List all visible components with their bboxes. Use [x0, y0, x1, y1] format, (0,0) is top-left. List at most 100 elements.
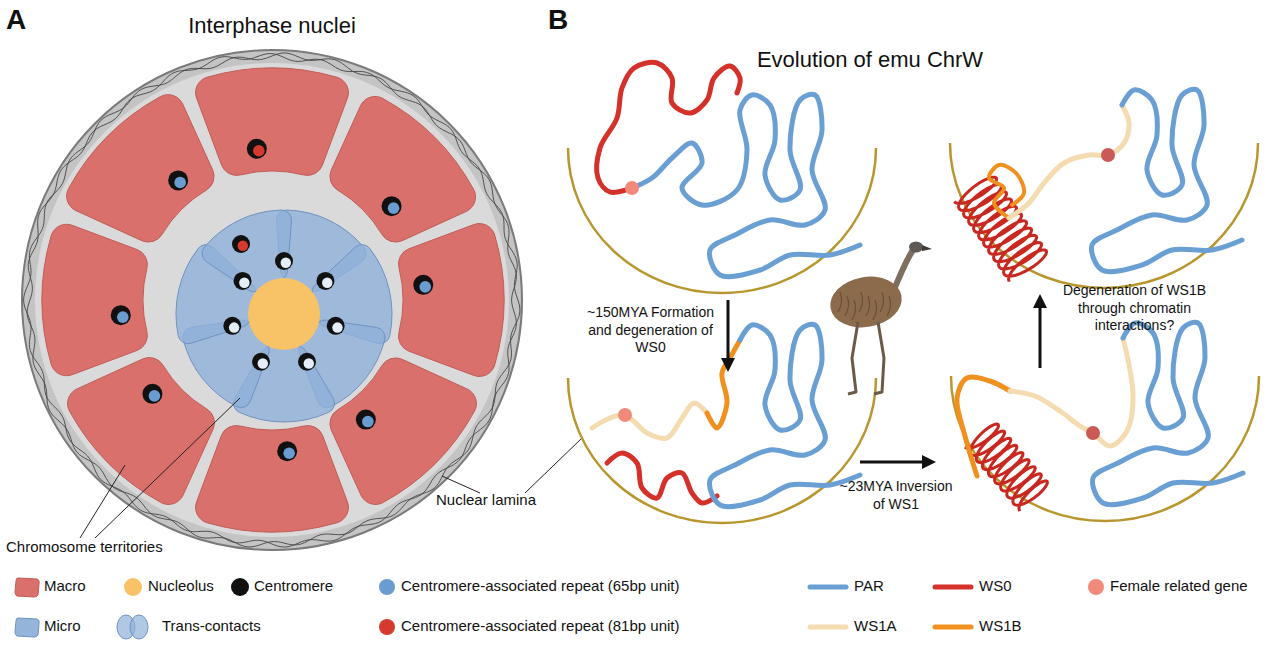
par-chromosome	[1092, 322, 1243, 505]
arrow-head	[1033, 294, 1047, 308]
nucleoplasm	[35, 63, 509, 537]
legend-label: Trans-contacts	[162, 617, 261, 636]
ws0-coil	[965, 424, 1048, 511]
legend-sample	[117, 615, 148, 639]
emu-illustration	[826, 242, 932, 395]
legend-swatch	[1088, 579, 1104, 595]
legend-sample	[15, 618, 39, 637]
legend-label: WS1B	[979, 617, 1022, 636]
ws1a-chromosome	[592, 403, 707, 439]
legend-label: WS1A	[854, 617, 897, 636]
callout-label: Nuclear lamina	[436, 491, 536, 510]
micro-centromere-repeat	[322, 278, 332, 288]
legend-sample	[935, 587, 971, 588]
event-label: Degeneration of WS1B through chromatin i…	[1052, 282, 1217, 335]
ws1a-chromosome	[1009, 105, 1129, 218]
nuclear-lamina-arc	[568, 148, 876, 293]
emu-leg	[874, 322, 884, 394]
nuclear-lamina-arc	[568, 378, 876, 523]
micro-centromere-repeat	[304, 358, 314, 368]
nucleus-illustration	[22, 50, 522, 550]
micro-centromere	[234, 272, 252, 290]
macro-territory	[330, 96, 476, 242]
event-arrow	[860, 461, 922, 464]
micro-centromere-repeat	[281, 258, 291, 268]
micro-centromere	[252, 353, 270, 371]
legend-swatch	[379, 579, 395, 595]
arrow-head	[721, 358, 735, 372]
female-gene	[1086, 426, 1100, 440]
chrw-evolution-illustration	[568, 62, 1259, 523]
leader-line	[442, 476, 480, 493]
macro-centromere	[111, 305, 131, 325]
micro-centromere	[298, 353, 316, 371]
micro-centromere	[232, 235, 250, 253]
legend-sample	[124, 578, 142, 596]
macro-centromere	[382, 196, 402, 216]
macro-territory	[67, 95, 214, 242]
macro-territory	[68, 357, 215, 504]
emu-head	[909, 242, 923, 253]
event-label: ~150MYA Formation and degeneration of WS…	[578, 304, 723, 357]
micro-centromere	[223, 317, 241, 335]
emu-beak	[922, 245, 932, 251]
legend-label: Macro	[44, 577, 86, 596]
macro-centromere-repeat	[283, 447, 295, 459]
arrow-head	[922, 455, 936, 469]
macro-centromere	[142, 384, 162, 404]
line-sample	[810, 585, 846, 590]
leader-line	[95, 398, 240, 538]
emu-feather	[838, 292, 842, 312]
emu-feather	[852, 300, 856, 320]
macro-centromere-repeat	[149, 390, 161, 402]
nucleolus	[248, 278, 320, 350]
macro-territory	[42, 224, 147, 375]
macro-centromere-repeat	[388, 202, 400, 214]
emu-feather	[859, 292, 863, 312]
micro-centromere-repeat	[238, 241, 248, 251]
legend-sample	[15, 578, 39, 597]
macro-centromere	[247, 139, 267, 159]
micro-centromere-repeat	[229, 322, 239, 332]
emu-feather	[873, 300, 877, 320]
micro-centromere-repeat	[332, 322, 342, 332]
legend-sample	[810, 627, 846, 628]
nuclear-lamina-arc	[950, 143, 1258, 288]
macro-territory	[196, 68, 349, 175]
par-chromosome	[709, 324, 860, 507]
panel-letter: B	[548, 2, 568, 37]
ws1a-chromosome	[1010, 338, 1133, 446]
ws0-chromosome	[597, 62, 740, 192]
legend-sample	[379, 619, 395, 635]
ws1b-chromosome	[957, 377, 1010, 476]
female-gene	[625, 181, 639, 195]
lamina-fiber	[27, 54, 520, 547]
macro-centromere	[413, 275, 433, 295]
legend-swatch	[379, 619, 395, 635]
macro-centromere-repeat	[362, 416, 374, 428]
macro-centromere-repeat	[117, 311, 129, 323]
micro-centromere-repeat	[239, 278, 249, 288]
legend-label: Micro	[44, 617, 81, 636]
event-arrow	[727, 300, 730, 358]
event-arrow	[1039, 308, 1042, 368]
legend-label: Centromere-associated repeat (65bp unit)	[401, 577, 679, 596]
legend-sample	[935, 627, 971, 628]
legend-label: Nucleolus	[148, 577, 214, 596]
emu-body	[826, 271, 906, 333]
emu-leg	[848, 322, 858, 394]
macro-centromere-repeat	[419, 281, 431, 293]
macro-territory	[196, 426, 349, 532]
micro-centromere	[327, 317, 345, 335]
panel-title: Evolution of emu ChrW	[720, 46, 1020, 74]
legend-label: Centromere	[254, 577, 333, 596]
par-chromosome	[632, 94, 860, 277]
legend-sample	[231, 578, 249, 596]
macro-centromere-repeat	[253, 145, 265, 157]
nuclear-lamina-arc	[951, 376, 1259, 521]
line-sample	[810, 625, 846, 630]
event-label: ~23MYA Inversion of WS1	[839, 478, 953, 513]
legend-sample	[379, 579, 395, 595]
macro-centromere	[277, 441, 297, 461]
